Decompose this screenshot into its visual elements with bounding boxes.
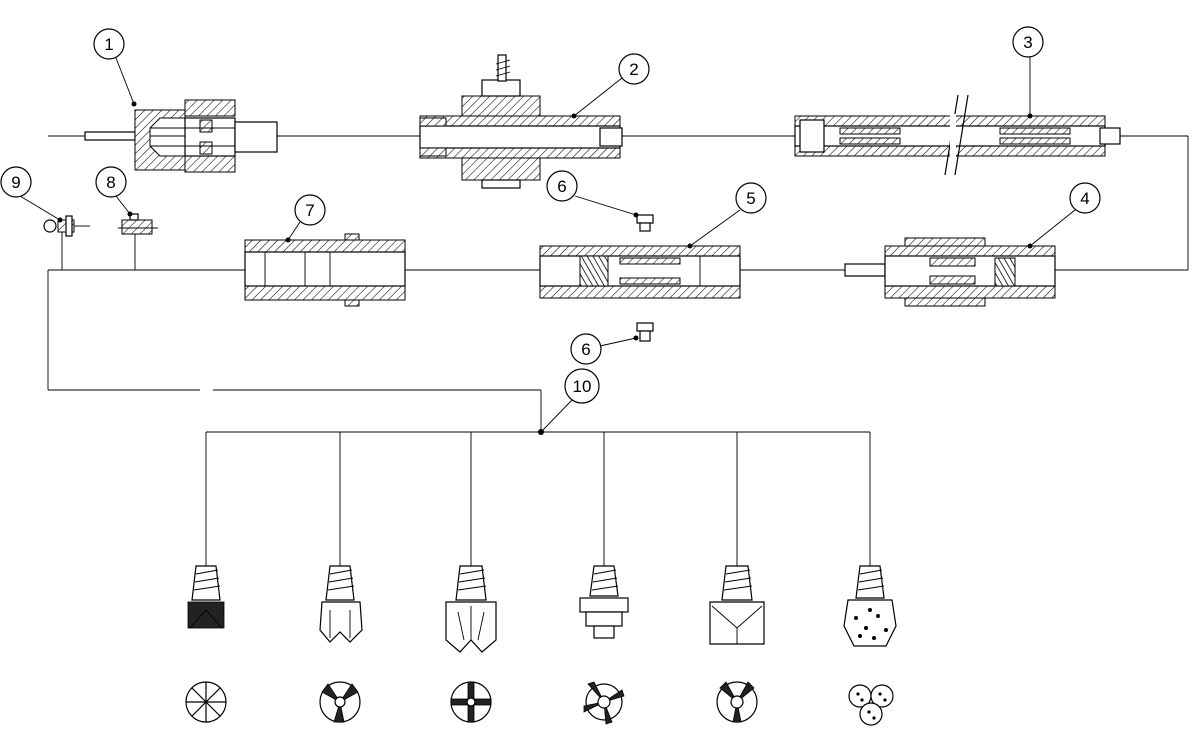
callout-1: 1: [93, 28, 125, 60]
three-blade-bit-icon: [709, 565, 765, 645]
three-wing-bit-icon: [319, 565, 363, 643]
cross-blade-bit-icon: [187, 565, 225, 629]
four-blade-bit-face-icon: [450, 681, 492, 723]
callout-10-label: 10: [573, 377, 592, 396]
cross-blade-bit-face-icon: [185, 681, 227, 723]
callout-2: 2: [618, 53, 650, 85]
callout-8-label: 8: [106, 173, 115, 192]
callout-2-label: 2: [629, 60, 638, 79]
callout-6-upper: 6: [546, 170, 578, 202]
part-9-plug: [43, 215, 90, 237]
part-6-nipple-lower: [636, 322, 654, 342]
part-8-valve: [118, 213, 158, 235]
stepped-bit-face-icon: [583, 681, 625, 725]
tricone-bit-icon: [843, 565, 897, 647]
three-wing-bit-face-icon: [319, 681, 361, 723]
callout-5-label: 5: [746, 189, 755, 208]
callout-9-label: 9: [11, 173, 20, 192]
callout-4-label: 4: [1080, 189, 1089, 208]
part-2-flushing-head: [419, 54, 623, 189]
leader-lines: [19, 56, 1076, 433]
bit-distribution-tree: [205, 429, 871, 566]
part-3-extension-rod: [794, 94, 1121, 176]
callout-9: 9: [0, 166, 32, 198]
callout-10: 10: [564, 368, 600, 404]
part-6-nipple-upper: [636, 214, 654, 232]
callout-7-label: 7: [305, 201, 314, 220]
callout-6-lower-label: 6: [581, 340, 590, 359]
callout-5: 5: [735, 182, 767, 214]
part-5-coupling-sleeve: [539, 245, 741, 299]
callout-4: 4: [1069, 182, 1101, 214]
four-blade-bit-icon: [445, 565, 497, 653]
callout-6-upper-label: 6: [557, 177, 566, 196]
three-blade-bit-face-icon: [716, 681, 758, 723]
callout-3-label: 3: [1023, 33, 1032, 52]
part-4-coupling-adapter: [844, 237, 1056, 307]
callout-6-lower: 6: [570, 333, 602, 365]
callout-3: 3: [1012, 26, 1044, 58]
tricone-bit-face-icon: [848, 684, 894, 726]
callout-8: 8: [95, 166, 127, 198]
part-7-sleeve: [244, 233, 406, 307]
callout-1-label: 1: [104, 35, 113, 54]
part-1-shank-adapter: [84, 99, 278, 173]
stepped-bit-icon: [579, 565, 629, 639]
callout-7: 7: [294, 194, 326, 226]
